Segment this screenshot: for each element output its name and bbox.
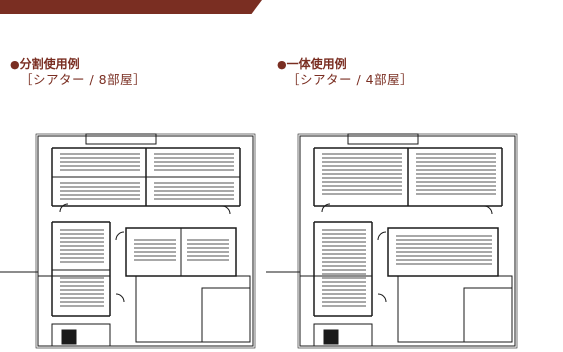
split-use-subtitle: ［シアター / 8部屋］ — [20, 72, 147, 87]
floor-plan-combined — [266, 133, 518, 349]
floor-plan-split — [0, 133, 256, 349]
combined-use-caption: ●一体使用例 ［シアター / 4部屋］ — [277, 57, 413, 87]
bullet-icon: ● — [277, 58, 287, 71]
bullet-icon: ● — [10, 58, 20, 71]
header-banner — [0, 0, 262, 14]
combined-use-title: 一体使用例 — [286, 57, 347, 71]
combined-use-subtitle: ［シアター / 4部屋］ — [287, 72, 414, 87]
split-use-title: 分割使用例 — [19, 57, 80, 71]
split-use-caption: ●分割使用例 ［シアター / 8部屋］ — [10, 57, 146, 87]
